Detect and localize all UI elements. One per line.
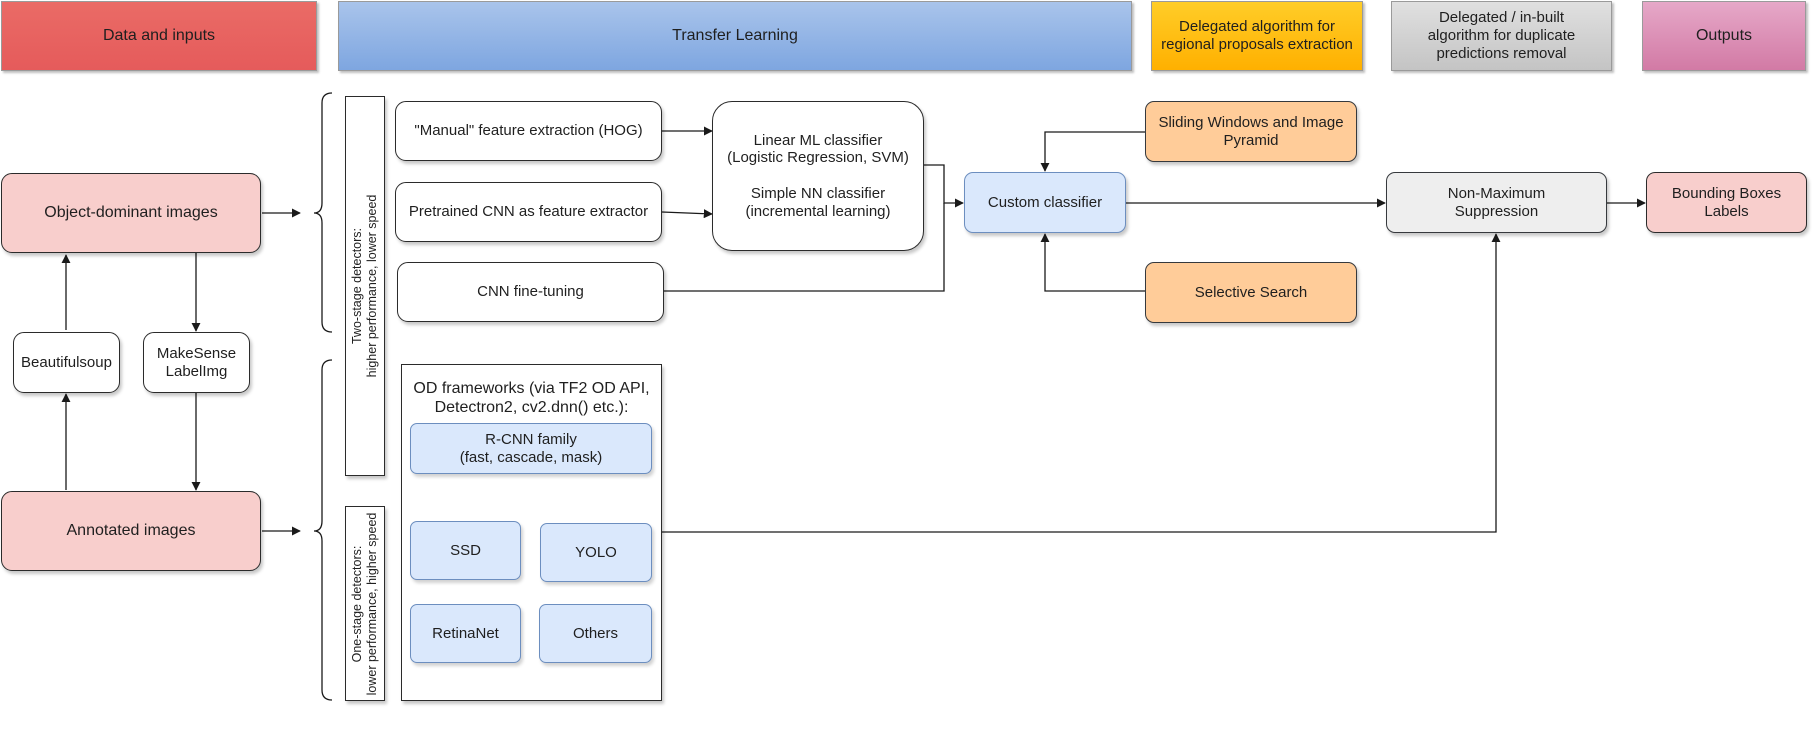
bounding-boxes-labels: Bounding Boxes Labels [1646,172,1807,233]
custom-classifier: Custom classifier [964,172,1126,233]
linear-nn-classifier: Linear ML classifier (Logistic Regressio… [712,101,924,251]
sliding-windows-pyramid: Sliding Windows and Image Pyramid [1145,101,1357,162]
arrow-classifier-to-custom [924,164,964,208]
header-data-inputs: Data and inputs [1,1,317,71]
ssd-model: SSD [410,521,521,580]
beautifulsoup-tool: Beautifulsoup [13,332,120,393]
header-delegated-duplicate: Delegated / in-built algorithm for dupli… [1391,1,1612,71]
line-finetuning-to-custom [664,203,945,292]
manual-feature-extraction: "Manual" feature extraction (HOG) [395,101,662,161]
two-stage-group-label: Two-stage detectors: higher performance,… [345,96,385,476]
od-frameworks-title: OD frameworks (via TF2 OD API, Detectron… [413,380,650,417]
arrow-selective-to-custom [1040,233,1145,292]
one-stage-group-text: One-stage detectors: lower performance, … [350,512,379,695]
pretrained-cnn-extractor: Pretrained CNN as feature extractor [395,182,662,242]
header-delegated-regional: Delegated algorithm for regional proposa… [1151,1,1363,71]
cnn-fine-tuning: CNN fine-tuning [397,262,664,322]
brace-one-stage [313,359,333,701]
connectors [61,92,1646,701]
arrow-od-to-nms [662,233,1501,533]
arrow-cnn-to-classifier [661,209,713,219]
non-maximum-suppression: Non-Maximum Suppression [1386,172,1607,233]
object-dominant-images: Object-dominant images [1,173,261,253]
one-stage-group-label: One-stage detectors: lower performance, … [345,506,385,701]
others-model: Others [539,604,652,663]
flow-diagram: Data and inputs Transfer Learning Delega… [1,1,1807,701]
retinanet-model: RetinaNet [410,604,521,663]
two-stage-group-text: Two-stage detectors: higher performance,… [350,194,379,378]
annotated-images: Annotated images [1,491,261,571]
brace-two-stage [313,92,333,333]
yolo-model: YOLO [540,523,652,582]
makesense-labelimg-tool: MakeSense LabelImg [143,332,250,393]
rcnn-family: R-CNN family (fast, cascade, mask) [410,423,652,474]
arrow-sliding-to-custom [1040,131,1145,172]
selective-search: Selective Search [1145,262,1357,323]
header-transfer-learning: Transfer Learning [338,1,1132,71]
header-outputs: Outputs [1642,1,1806,71]
